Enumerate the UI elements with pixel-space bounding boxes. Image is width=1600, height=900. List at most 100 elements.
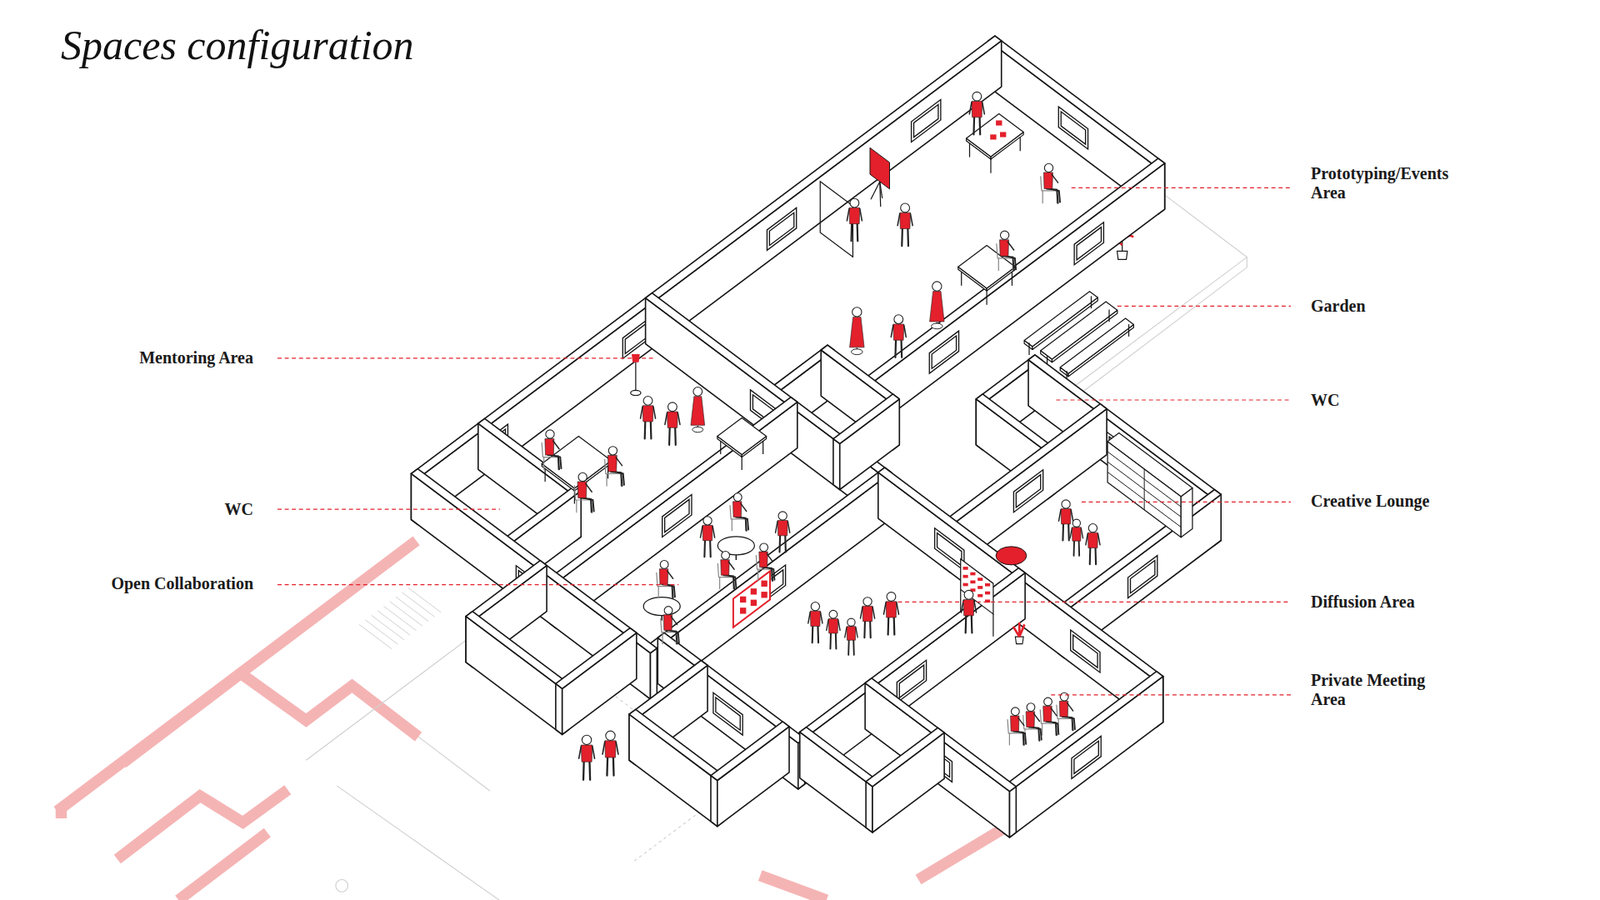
person-line [1090,546,1096,565]
person [605,446,625,486]
pinned-note [760,591,767,598]
space-label: Creative Lounge [1310,491,1430,511]
existing-wall [55,805,67,819]
window [931,335,956,369]
person-line [973,116,980,135]
person-head [581,735,591,745]
person [845,618,858,655]
person-head [1072,519,1080,527]
person-line [1045,721,1059,735]
pinned-note [750,588,757,595]
person-body [850,316,865,347]
person [808,602,823,644]
person-head [668,402,678,412]
wall-face [629,660,708,720]
person-line [775,521,790,533]
person-line [585,483,592,492]
person-body [605,740,616,758]
wall-segment [710,721,790,827]
person-body [580,745,592,762]
window [896,660,926,703]
space-label: Mentoring Area [139,348,254,368]
existing-wall [122,673,419,764]
person [930,281,945,330]
leader-lines [277,187,1291,695]
person-body [900,212,911,229]
wall-segment [865,678,1016,838]
ground-line [418,736,490,791]
wall-face [865,781,873,833]
person [656,560,675,599]
leader-line [277,584,679,585]
person-line [704,540,710,558]
wall-face [410,469,657,654]
person [826,610,840,649]
person [574,472,594,512]
person-line [669,426,676,445]
easel-leg [879,181,881,207]
garden-table [1040,301,1118,360]
stair-tread [390,601,423,626]
person-line [1062,523,1069,541]
person [730,493,749,531]
wall-segment [465,611,569,735]
person-line [848,639,855,655]
person-body [1060,509,1071,525]
person-line [851,222,859,241]
board-note [963,583,969,587]
person [775,511,790,553]
bench-leg [1028,342,1030,355]
person-head [721,551,730,560]
plant-pot [1117,250,1128,260]
person-head [863,597,872,606]
person-head [643,395,653,405]
person-head [660,560,669,570]
window [715,697,740,730]
person-body [810,610,820,626]
person-head [850,198,860,208]
pinned-note [740,596,746,603]
shelf-divider [1144,469,1145,510]
leader-line [1050,694,1291,695]
person-line [1018,717,1025,725]
window [937,533,962,566]
person-line [1070,528,1083,539]
person-body [885,601,897,618]
person [541,430,561,470]
wall-segment [555,628,637,735]
ground-line [305,560,571,760]
person [1040,697,1059,735]
display-frame [820,181,853,258]
existing-wall [117,790,288,860]
person-line [1067,703,1074,711]
person-line [665,412,680,425]
wall-face [465,611,569,690]
person-line [897,214,913,226]
wall-face [833,439,840,490]
people [541,91,1100,780]
person-head [664,606,673,615]
window [1128,555,1158,599]
person-head [1088,524,1097,533]
stair-tread [377,610,410,635]
plant-leaves [1013,622,1025,637]
person-line [969,102,985,115]
person-head [1010,707,1020,716]
window [935,528,965,571]
wall-face [550,397,798,584]
person-line [1050,708,1057,716]
person-line [728,561,735,570]
person-line [895,339,902,358]
person-line [580,498,595,513]
ground-marker [335,880,349,893]
person-head [605,730,615,740]
person-line [667,570,674,579]
existing-wall [760,875,827,900]
window [1074,222,1104,265]
person-line [723,575,736,589]
person-line [883,602,899,615]
wall-face [562,632,637,735]
person [602,730,619,775]
person-head [810,602,820,611]
